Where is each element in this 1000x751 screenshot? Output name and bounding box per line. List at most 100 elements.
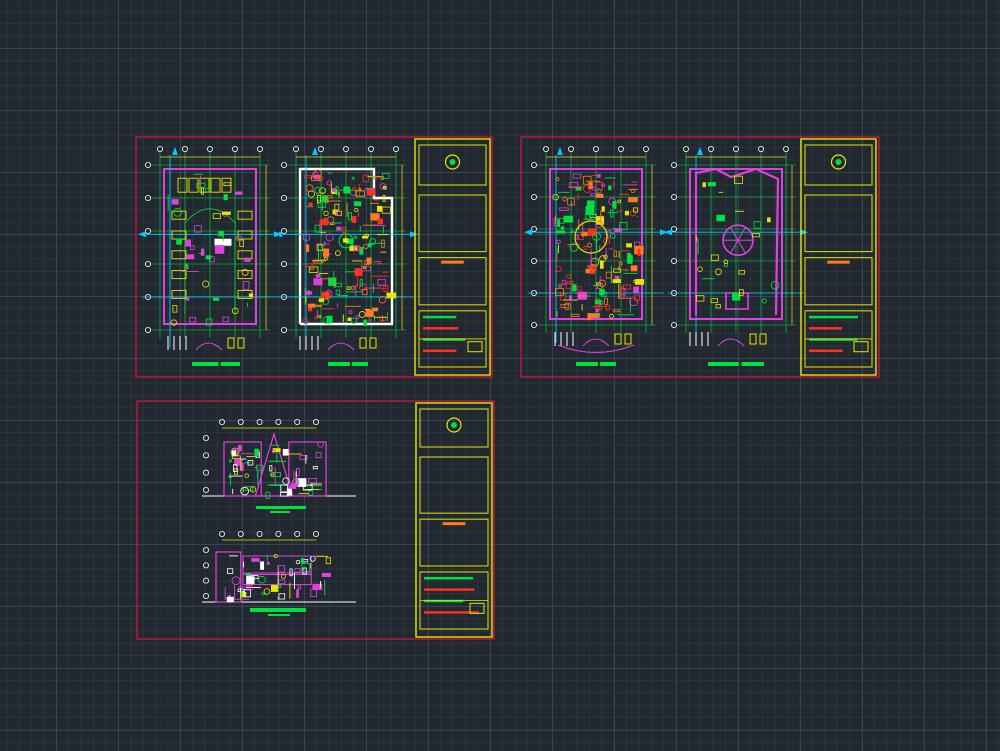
furniture-block <box>599 260 604 269</box>
furniture-block <box>707 182 716 187</box>
fixture-symbol <box>617 199 621 204</box>
info-text-line <box>424 588 475 591</box>
furniture-block <box>313 259 324 264</box>
furniture-block <box>277 564 285 573</box>
sheet-floor-plans-1[interactable] <box>135 136 493 378</box>
info-text-line <box>423 349 457 353</box>
info-text-line <box>809 338 858 341</box>
furniture-block <box>633 279 640 283</box>
fixture-symbol <box>363 265 367 270</box>
fixture-symbol <box>282 477 290 485</box>
grid-bubble <box>256 418 263 425</box>
grid-bubble <box>618 145 625 152</box>
furniture-block <box>710 254 719 261</box>
fixture-symbol <box>354 207 359 213</box>
furniture-block <box>581 231 588 237</box>
furniture-block <box>239 239 244 247</box>
furniture-block <box>247 460 254 466</box>
furniture-block <box>559 207 569 211</box>
logo-box <box>418 144 487 186</box>
furniture-block <box>294 568 301 573</box>
elevation-drawing <box>202 531 356 603</box>
section-marker <box>138 231 146 238</box>
parking-space <box>171 250 187 260</box>
fixture-symbol <box>697 266 703 272</box>
furniture-block <box>738 269 745 275</box>
fixture-symbol <box>552 193 559 201</box>
furniture-block <box>290 483 297 490</box>
drawing-title-bar <box>250 608 306 612</box>
drawing-title-bar <box>708 362 739 366</box>
grid-bubble <box>144 161 151 168</box>
grid-bubble <box>783 145 790 152</box>
sheet-border <box>135 136 493 378</box>
entrance-canopy <box>582 338 610 347</box>
furniture-block <box>595 181 604 191</box>
logo-ring <box>446 417 462 433</box>
fixture-symbol <box>618 261 623 266</box>
logo-ring <box>830 154 847 170</box>
notes-box <box>419 456 489 514</box>
furniture-block <box>214 245 225 254</box>
furniture-block <box>323 248 330 257</box>
furniture-block <box>715 304 721 309</box>
door-symbol <box>614 333 622 345</box>
grid-bubble <box>280 326 287 333</box>
floor-plan <box>138 145 282 348</box>
dome-rib <box>737 239 746 254</box>
furniture-block <box>321 291 331 300</box>
section-marker <box>664 229 672 236</box>
furniture-block <box>251 557 260 562</box>
grid-bubble <box>144 227 151 234</box>
furniture-block <box>301 563 311 572</box>
furniture-block <box>377 278 386 286</box>
parking-space <box>210 177 221 193</box>
furniture-block <box>588 228 597 236</box>
sheet-floor-plans-2[interactable] <box>520 136 880 378</box>
fixture-symbol <box>770 280 780 290</box>
furniture-block <box>566 280 574 284</box>
fixture-symbol <box>291 478 300 487</box>
fixture-symbol <box>350 285 356 290</box>
furniture-block <box>185 239 191 247</box>
drawing-scale-bar <box>352 362 368 366</box>
furniture-block <box>354 268 363 277</box>
grid-bubble <box>392 145 399 152</box>
furniture-block <box>739 289 744 296</box>
furniture-block <box>297 478 307 487</box>
section-marker <box>800 229 808 236</box>
fixture-symbol <box>348 310 353 315</box>
entrance-canopy <box>195 342 223 351</box>
furniture-block <box>328 277 337 286</box>
grid-bubble <box>280 194 287 201</box>
furniture-block <box>254 448 260 457</box>
furniture-block <box>297 584 301 590</box>
furniture-block <box>194 225 202 233</box>
atrium-symbol <box>338 233 354 249</box>
fixture-symbol <box>555 177 560 181</box>
logo-core <box>449 159 456 165</box>
grid-bubble <box>280 161 287 168</box>
fixture-symbol <box>595 220 603 228</box>
grid-bubble <box>202 593 209 600</box>
furniture-block <box>554 288 564 296</box>
furniture-block <box>244 257 251 262</box>
grid-bubble <box>531 161 538 168</box>
sheet-elevations[interactable] <box>136 400 495 640</box>
grid-bubble <box>231 145 238 152</box>
furniture-block <box>588 182 593 190</box>
fixture-symbol <box>715 268 722 276</box>
grid-bubble <box>218 418 225 425</box>
furniture-block <box>271 472 281 478</box>
info-text-line <box>809 327 842 330</box>
furniture-block <box>381 206 391 214</box>
furniture-block <box>270 584 279 592</box>
furniture-block <box>221 211 231 215</box>
furniture-block <box>307 478 317 484</box>
grid-bubble <box>531 225 538 232</box>
fixture-symbol <box>258 575 266 584</box>
furniture-block <box>310 588 317 597</box>
furniture-block <box>582 175 592 185</box>
furniture-block <box>563 215 574 223</box>
